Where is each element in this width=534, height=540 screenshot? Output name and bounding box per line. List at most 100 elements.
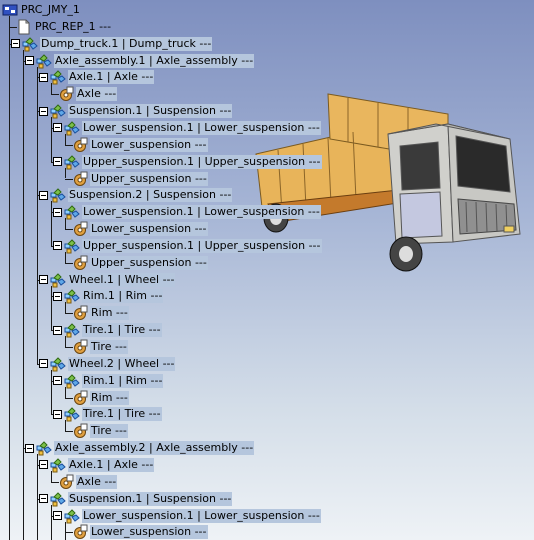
tree-connector-line [65,420,66,432]
tree-node-label[interactable]: Lower_suspension.1 | Lower_suspension --… [82,508,321,523]
collapse-toggle[interactable] [39,359,48,369]
tree-node[interactable]: Axle --- [58,86,118,102]
collapse-toggle[interactable] [25,56,34,66]
tree-node[interactable]: Rim --- [72,305,129,321]
tree-node-label[interactable]: Upper_suspension.1 | Upper_suspension --… [82,154,322,169]
tree-node-label[interactable]: Suspension.2 | Suspension --- [68,188,233,203]
tree-node-label[interactable]: Tire.1 | Tire --- [82,407,162,422]
collapse-toggle[interactable] [53,409,62,419]
collapse-toggle[interactable] [53,291,62,301]
tree-node[interactable]: Upper_suspension.1 | Upper_suspension --… [53,154,322,170]
tree-connector-line [9,16,10,540]
tree-node[interactable]: Tire --- [72,423,128,439]
tree-node-label[interactable]: Wheel.1 | Wheel --- [68,272,176,287]
tree-node[interactable]: Axle.1 | Axle --- [39,69,155,85]
tree-node-label[interactable]: Lower_suspension --- [90,222,208,237]
assembly-icon [64,154,82,170]
part-icon [72,137,90,153]
tree-node-label[interactable]: Rim --- [90,390,129,405]
tree-node-label[interactable]: PRC_JMY_1 [21,3,80,16]
tree-node[interactable]: Upper_suspension.1 | Upper_suspension --… [53,238,322,254]
tree-node-label[interactable]: Axle_assembly.1 | Axle_assembly --- [54,53,255,68]
assembly-icon [50,272,68,288]
tree-node[interactable]: Wheel.2 | Wheel --- [39,356,176,372]
tree-node[interactable]: Lower_suspension.1 | Lower_suspension --… [53,508,321,524]
tree-node-label[interactable]: Tire --- [90,340,128,354]
tree-node-label[interactable]: Wheel.2 | Wheel --- [68,356,176,371]
collapse-toggle[interactable] [53,207,62,217]
tree-node-label[interactable]: Dump_truck.1 | Dump_truck --- [40,36,213,51]
tree-node[interactable]: Rim.1 | Rim --- [53,373,164,389]
tree-node-label[interactable]: Axle --- [76,474,118,489]
tree-node[interactable]: Axle --- [58,474,118,490]
tree-node-label[interactable]: Rim.1 | Rim --- [82,373,164,388]
collapse-toggle[interactable] [39,190,48,200]
tree-node-label[interactable]: Upper_suspension.1 | Upper_suspension --… [82,238,322,253]
tree-node-label[interactable]: Upper_suspension --- [90,255,208,270]
tree-connector-line [65,347,73,348]
collapse-toggle[interactable] [25,443,34,453]
document-icon [16,19,34,35]
collapse-toggle[interactable] [39,494,48,504]
tree-node-label[interactable]: Tire.1 | Tire --- [82,323,162,338]
collapse-toggle[interactable] [11,39,20,49]
collapse-toggle[interactable] [53,325,62,335]
collapse-toggle[interactable] [53,241,62,251]
tree-connector-line [9,26,17,28]
tree-node[interactable]: Lower_suspension.1 | Lower_suspension --… [53,204,321,220]
part-icon [72,255,90,271]
tree-node[interactable]: Axle_assembly.2 | Axle_assembly --- [25,440,255,456]
tree-node[interactable]: Suspension.1 | Suspension --- [39,103,233,119]
collapse-toggle[interactable] [39,275,48,285]
tree-node[interactable]: PRC_REP_1 --- [16,19,112,35]
tree-node[interactable]: Rim.1 | Rim --- [53,288,164,304]
truck-grille [457,198,517,235]
collapse-toggle[interactable] [53,157,62,167]
tree-node-label[interactable]: Lower_suspension.1 | Lower_suspension --… [82,205,321,220]
tree-node-label[interactable]: Axle.1 | Axle --- [68,457,155,472]
tree-node-label[interactable]: Upper_suspension --- [90,171,208,186]
tree-node-label[interactable]: Rim.1 | Rim --- [82,289,164,304]
tree-node-label[interactable]: Lower_suspension.1 | Lower_suspension --… [82,120,321,135]
collapse-toggle[interactable] [53,376,62,386]
tree-node[interactable]: Suspension.1 | Suspension --- [39,491,233,507]
tree-node-label[interactable]: Lower_suspension --- [90,137,208,152]
tree-node[interactable]: Tire.1 | Tire --- [53,322,162,338]
tree-node-label[interactable]: Suspension.1 | Suspension --- [68,491,233,506]
tree-connector-line [65,229,73,231]
tree-node[interactable]: Axle.1 | Axle --- [39,457,155,473]
tree-connector-line [65,313,73,315]
tree-node[interactable]: Dump_truck.1 | Dump_truck --- [11,36,213,52]
collapse-toggle[interactable] [39,460,48,470]
tree-node-label[interactable]: PRC_REP_1 --- [35,19,112,33]
tree-node[interactable]: Upper_suspension --- [72,171,208,187]
tree-node[interactable]: Tire.1 | Tire --- [53,406,162,422]
tree-node[interactable]: Lower_suspension --- [72,524,208,540]
tree-node-label[interactable]: Rim --- [90,306,129,321]
tree-node[interactable]: Tire --- [72,339,128,355]
tree-node[interactable]: Suspension.2 | Suspension --- [39,187,233,203]
tree-node[interactable]: Upper_suspension --- [72,255,208,271]
tree-node[interactable]: Rim --- [72,390,129,406]
tree-node-label[interactable]: Lower_suspension --- [90,525,208,540]
tree-node-label[interactable]: Axle.1 | Axle --- [68,70,155,85]
tree-node[interactable]: Axle_assembly.1 | Axle_assembly --- [25,53,255,69]
tree-node[interactable]: Wheel.1 | Wheel --- [39,272,176,288]
collapse-toggle[interactable] [53,123,62,133]
collapse-toggle[interactable] [53,511,62,520]
tree-node-label[interactable]: Tire --- [90,424,128,439]
tree-node-label[interactable]: Axle_assembly.2 | Axle_assembly --- [54,441,255,456]
tree-connector-line [65,336,66,347]
tree-node-label[interactable]: Suspension.1 | Suspension --- [68,104,233,119]
tree-node[interactable]: Lower_suspension.1 | Lower_suspension --… [53,120,321,136]
collapse-toggle[interactable] [39,72,48,82]
tree-node[interactable]: Lower_suspension --- [72,137,208,153]
tree-node[interactable]: Lower_suspension --- [72,221,208,237]
tree-node-label[interactable]: Axle --- [76,87,118,102]
tree-connector-line [65,144,73,146]
tree-root-node[interactable]: PRC_JMY_1 [2,2,81,18]
dump-truck-model[interactable] [248,84,528,274]
collapse-toggle[interactable] [39,106,48,116]
assembly-icon [64,373,82,389]
